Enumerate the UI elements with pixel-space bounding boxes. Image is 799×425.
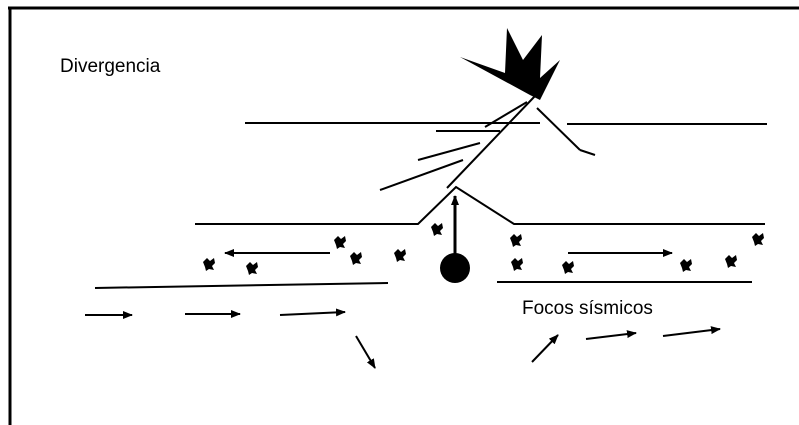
flow-arrow xyxy=(279,308,346,317)
seismic-focus-mark xyxy=(752,233,764,246)
flow-arrow xyxy=(585,330,637,340)
seismic-focus-mark xyxy=(680,259,692,272)
seismic-focus-mark xyxy=(511,258,523,271)
seismic-focus-mark xyxy=(203,258,215,271)
flow-arrow xyxy=(662,326,721,337)
seismic-focus-mark xyxy=(725,255,737,268)
upper-surface xyxy=(245,122,767,125)
eruption-star-icon xyxy=(460,28,560,100)
fissure-lines xyxy=(379,95,596,191)
mantle-flow-arrows xyxy=(85,308,721,369)
seismic-focus-mark xyxy=(246,262,258,275)
seismic-foci-label: Focos sísmicos xyxy=(522,298,653,319)
plate-base-left xyxy=(94,282,389,289)
magma-chamber xyxy=(440,253,470,283)
seismic-focus-mark xyxy=(510,234,522,247)
flow-arrow xyxy=(355,335,376,369)
seismic-focus-mark xyxy=(562,261,574,274)
seismic-focus-mark xyxy=(334,236,346,249)
ridge-crust xyxy=(195,185,765,225)
seismic-focus-mark xyxy=(350,252,362,265)
seismic-focus-mark xyxy=(431,223,443,236)
flow-arrow xyxy=(531,334,559,363)
seismic-foci xyxy=(203,223,764,275)
seismic-focus-mark xyxy=(394,249,406,262)
diagram-title: Divergencia xyxy=(60,56,161,77)
